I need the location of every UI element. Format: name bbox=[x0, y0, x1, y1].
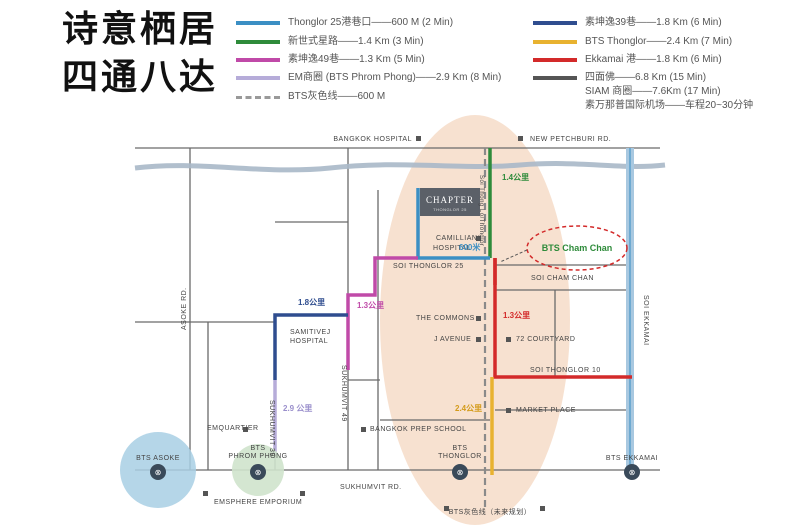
legend-distance: ——1.4 Km (3 Min) bbox=[338, 36, 424, 47]
distance-magenta: 1.3公里 bbox=[357, 301, 384, 310]
train-icon: ⊗ bbox=[155, 468, 162, 477]
place-j-avenue: J AVENUE bbox=[434, 336, 471, 343]
station-thonglor: THONGLOR bbox=[438, 453, 482, 460]
legend-swatch bbox=[533, 40, 577, 44]
distance-lavender: 2.9 公里 bbox=[283, 404, 312, 413]
bts-phrom-icon bbox=[250, 464, 266, 480]
legend-swatch bbox=[533, 21, 577, 25]
road-soi-ekkamai: SOI EKKAMAI bbox=[642, 295, 649, 346]
place-72-courtyard: 72 COURTYARD bbox=[516, 336, 575, 343]
bts-thonglor-icon bbox=[452, 464, 468, 480]
page-title-line1: 诗意栖居 bbox=[62, 9, 219, 50]
legend-label: 素坤逸49巷——1.3 Km (5 Min) bbox=[288, 54, 425, 65]
project-name: CHAPTER bbox=[426, 195, 474, 205]
road-soi-thonglor-25: SOI THONGLOR 25 bbox=[393, 263, 464, 270]
distance-red: 1.3公里 bbox=[503, 311, 530, 320]
legend-label: 素坤逸39巷——1.8 Km (6 Min) bbox=[585, 17, 722, 28]
road-sukhumvit49: SUKHUMVIT 49 bbox=[340, 365, 347, 422]
route-magenta bbox=[346, 256, 418, 370]
project-building bbox=[420, 188, 480, 216]
legend-distance: ——600 M (2 Min) bbox=[371, 17, 454, 28]
bts-ekkamai-icon bbox=[624, 464, 640, 480]
legend-note-airport: 素万那普国际机场——车程20~30分钟 bbox=[585, 100, 754, 111]
distance-navy: 1.8公里 bbox=[298, 298, 325, 307]
place-camillian-hospital: HOSPITAL bbox=[433, 245, 471, 252]
legend-label: Ekkamai 港——1.8 Km (6 Min) bbox=[585, 54, 722, 65]
legend-swatch bbox=[236, 58, 280, 62]
distance-blue: 600米 bbox=[459, 242, 481, 252]
station-phrom-phong: PHROM PHONG bbox=[228, 453, 287, 460]
legend-distance: ——2.9 Km (8 Min) bbox=[415, 72, 502, 83]
legend-swatch bbox=[533, 76, 577, 80]
road-bangkok-hospital: BANGKOK HOSPITAL bbox=[333, 136, 412, 143]
place-samitivej: SAMITIVEJ bbox=[290, 329, 331, 336]
legend-label: 四面佛——6.8 Km (15 Min) bbox=[585, 72, 707, 83]
place-market-place: MARKET PLACE bbox=[516, 407, 576, 414]
bts-cham-chan-callout bbox=[526, 225, 628, 271]
distance-green: 1.4公里 bbox=[502, 173, 529, 182]
road-soi-thonglor-10: SOI THONGLOR 10 bbox=[530, 367, 601, 374]
canal bbox=[134, 161, 666, 173]
legend-label: 新世式星路 bbox=[288, 36, 338, 47]
road-sukhumvit: SUKHUMVIT RD. bbox=[340, 484, 402, 491]
place-emquartier: EMQUARTIER bbox=[207, 425, 259, 432]
road-thonglor: Soi Thong Lo/Thonglor bbox=[478, 175, 484, 246]
station-ekkamai: BTS EKKAMAI bbox=[606, 455, 658, 462]
route-red bbox=[493, 258, 632, 379]
bts-grey-line-label: BTS灰色线（未来规划） bbox=[449, 507, 532, 516]
project-sub: THONGLOR 25 bbox=[433, 207, 467, 212]
road-asoke: ASOKE RD. bbox=[181, 287, 188, 330]
place-samitivej-hospital: HOSPITAL bbox=[290, 338, 328, 345]
place-camillian: CAMILLIAN bbox=[436, 235, 477, 242]
station-asoke: BTS ASOKE bbox=[136, 455, 180, 462]
page-title-line2: 四通八达 bbox=[62, 57, 219, 98]
legend-swatch bbox=[236, 21, 280, 25]
place-the-commons: THE COMMONS bbox=[416, 315, 475, 322]
legend-swatch bbox=[533, 58, 577, 62]
legend-label: Thonglor 25港巷口 bbox=[288, 17, 372, 28]
station-thonglor-bts: BTS bbox=[452, 445, 467, 452]
place-bangkok-prep: BANGKOK PREP SCHOOL bbox=[370, 426, 467, 433]
legend-swatch bbox=[236, 40, 280, 44]
poi-markers bbox=[203, 136, 545, 511]
legend-swatch-dashed bbox=[236, 96, 280, 99]
route-navy bbox=[273, 313, 348, 380]
road-soi-cham-chan: SOI CHAM CHAN bbox=[531, 275, 594, 282]
legend-label: BTS Thonglor——2.4 Km (7 Min) bbox=[585, 36, 733, 47]
road-sukhumvit39: SUKHUMVIT 39 bbox=[268, 400, 275, 457]
bts-cham-chan-label: BTS Cham Chan bbox=[542, 243, 613, 253]
train-icon: ⊗ bbox=[255, 468, 262, 477]
train-icon: ⊗ bbox=[457, 468, 464, 477]
bts-station-icons: ⊗ ⊗ ⊗ ⊗ bbox=[150, 464, 640, 480]
highlight-area bbox=[380, 115, 570, 525]
station-phrom-bts: BTS bbox=[250, 445, 265, 452]
legend-note-siam: SIAM 商圈——7.6Km (17 Min) bbox=[585, 86, 721, 97]
distance-yellow: 2.4公里 bbox=[455, 404, 482, 413]
road-new-petchburi: NEW PETCHBURI RD. bbox=[530, 136, 611, 143]
legend-label: EM商圈 (BTS Phrom Phong) bbox=[288, 72, 416, 83]
bts-asoke-icon bbox=[150, 464, 166, 480]
legend-label: BTS灰色线——600 M bbox=[288, 91, 386, 102]
train-icon: ⊗ bbox=[629, 468, 636, 477]
legend-swatch bbox=[236, 76, 280, 80]
place-emsphere: EMSPHERE EMPORIUM bbox=[214, 499, 302, 506]
